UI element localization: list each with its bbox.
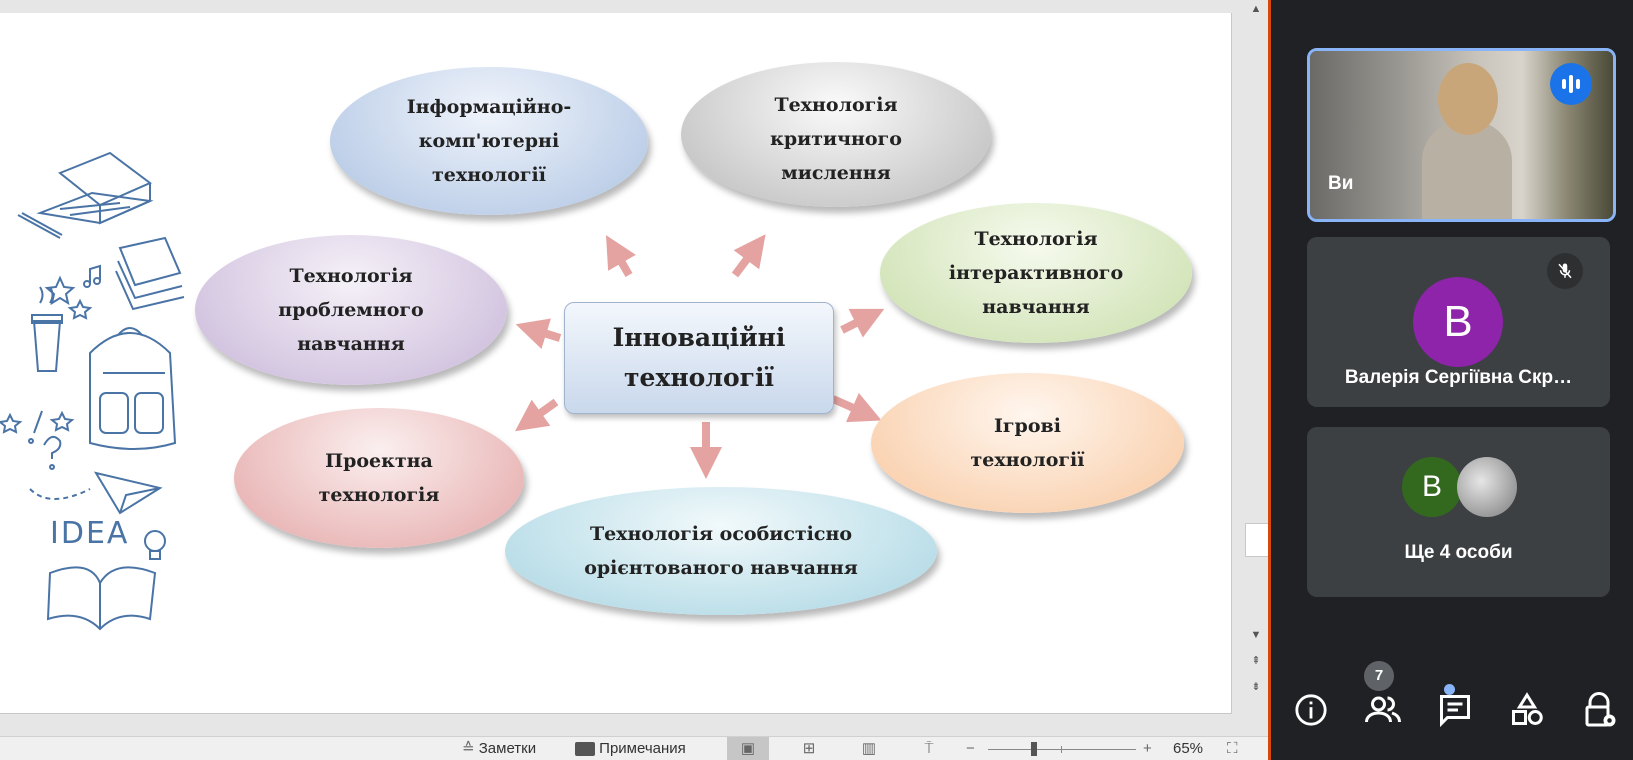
host-controls-icon[interactable] bbox=[1579, 690, 1619, 730]
chat-icon[interactable] bbox=[1435, 690, 1475, 730]
arrow-to-interactive bbox=[840, 308, 885, 338]
slideshow-icon[interactable]: ⍑ bbox=[924, 740, 934, 757]
zoom-slider-handle[interactable] bbox=[1031, 742, 1037, 756]
scroll-down-icon[interactable]: ▼ bbox=[1250, 629, 1262, 641]
diagram-arrows bbox=[514, 234, 885, 479]
center-box-innovative: Інноваційні технології bbox=[564, 302, 834, 414]
presentation-border bbox=[1268, 0, 1271, 760]
arrow-to-problem bbox=[515, 318, 562, 350]
participant-name-valeria: Валерія Сергіївна Скр… bbox=[1344, 367, 1573, 388]
meet-sidebar: Ви B Валерія Сергіївна Скр… B Ще 4 особи… bbox=[1271, 0, 1633, 760]
ellipse-game: Ігрові технології bbox=[871, 373, 1184, 513]
avatar-valeria: B bbox=[1413, 277, 1503, 367]
people-icon[interactable] bbox=[1363, 690, 1403, 730]
slide-canvas: IDEA Інформаційно- комп'ютерні технологі… bbox=[0, 13, 1232, 714]
comment-icon bbox=[575, 742, 595, 757]
prev-slide-icon[interactable]: ⇞ bbox=[1251, 655, 1261, 667]
next-slide-icon[interactable]: ⇟ bbox=[1251, 681, 1261, 693]
notes-button[interactable]: ≙ Заметки bbox=[462, 737, 536, 760]
slide-sorter-icon[interactable]: ⊞ bbox=[802, 740, 816, 757]
zoom-in-button[interactable]: + bbox=[1143, 740, 1152, 757]
vertical-scrollbar[interactable]: ▲ ▼ ⇞ ⇟ bbox=[1243, 0, 1269, 713]
reading-view-icon[interactable]: ▥ bbox=[861, 740, 877, 757]
person-video-silhouette bbox=[1422, 121, 1512, 219]
activities-icon[interactable] bbox=[1507, 690, 1547, 730]
notes-icon: ≙ bbox=[462, 740, 475, 757]
scroll-thumb[interactable] bbox=[1245, 523, 1269, 557]
chat-notification-dot bbox=[1444, 684, 1455, 695]
zoom-slider[interactable] bbox=[988, 742, 1136, 756]
meeting-info-icon[interactable] bbox=[1291, 690, 1331, 730]
status-bar: ≙ Заметки Примечания ▣ ⊞ ▥ ⍑ − + 65% ⛶ bbox=[0, 736, 1268, 760]
arrow-to-game bbox=[831, 392, 882, 423]
scroll-up-icon[interactable]: ▲ bbox=[1250, 3, 1262, 15]
ellipse-critical-thinking: Технологія критичного мислення bbox=[681, 62, 991, 207]
self-name-label: Ви bbox=[1328, 173, 1354, 194]
person-head bbox=[1438, 63, 1498, 135]
ellipse-problem: Технологія проблемного навчання bbox=[195, 235, 507, 385]
avatar-others-photo bbox=[1457, 457, 1517, 517]
others-count-label: Ще 4 особи bbox=[1404, 542, 1513, 563]
arrow-to-critical bbox=[731, 234, 766, 278]
avatar-others-green: B bbox=[1402, 457, 1462, 517]
comments-label: Примечания bbox=[599, 740, 686, 757]
notes-label: Заметки bbox=[478, 740, 537, 757]
mic-off-icon bbox=[1547, 253, 1583, 289]
arrow-to-project bbox=[514, 398, 559, 432]
fit-slide-icon[interactable]: ⛶ bbox=[1227, 740, 1238, 757]
arrow-to-ict bbox=[606, 235, 636, 277]
participant-tile-self[interactable]: Ви bbox=[1307, 48, 1616, 222]
idea-doodle-text: IDEA bbox=[50, 516, 129, 551]
ellipse-interactive: Технологія інтерактивного навчання bbox=[880, 203, 1192, 343]
comments-button[interactable]: Примечания bbox=[575, 737, 686, 760]
speaking-indicator-icon bbox=[1550, 63, 1592, 105]
people-count-badge: 7 bbox=[1364, 661, 1394, 691]
normal-view-icon[interactable]: ▣ bbox=[727, 737, 769, 760]
others-tile[interactable]: B Ще 4 особи bbox=[1307, 427, 1610, 597]
zoom-percent[interactable]: 65% bbox=[1173, 740, 1204, 757]
zoom-out-button[interactable]: − bbox=[966, 740, 975, 757]
presentation-app: IDEA Інформаційно- комп'ютерні технологі… bbox=[0, 0, 1269, 760]
doodle-illustration: IDEA bbox=[0, 151, 185, 631]
participant-tile-valeria[interactable]: B Валерія Сергіївна Скр… bbox=[1307, 237, 1610, 407]
ellipse-project: Проектна технологія bbox=[234, 408, 524, 548]
ellipse-ict: Інформаційно- комп'ютерні технології bbox=[330, 67, 648, 215]
ellipse-personal-oriented: Технологія особистісно орієнтованого нав… bbox=[505, 487, 937, 615]
